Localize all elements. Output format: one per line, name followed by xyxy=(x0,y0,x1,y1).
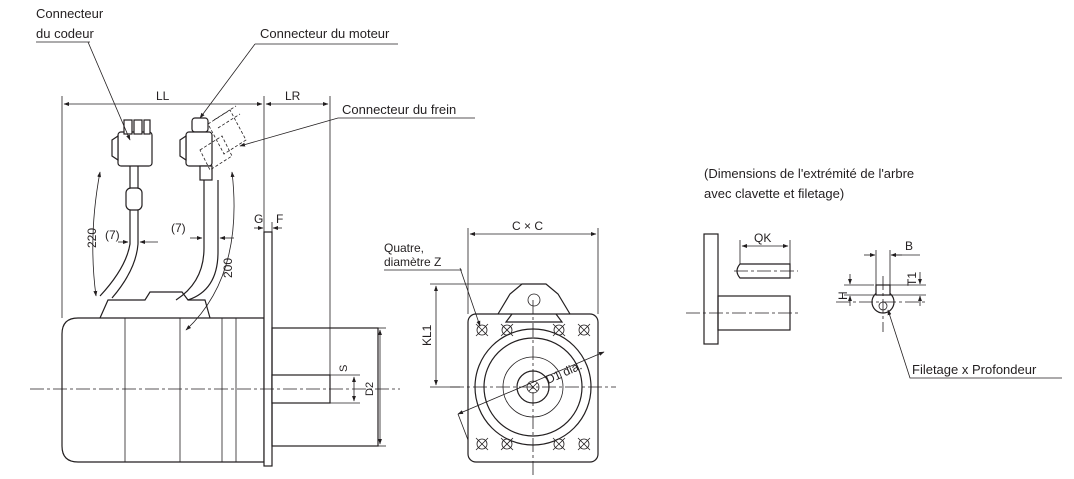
mount-hole xyxy=(552,323,566,337)
d1-text: D1 dia. xyxy=(544,358,584,386)
cxc-text: C × C xyxy=(512,219,543,233)
motor-body xyxy=(61,317,265,463)
mount-holes-label-1: Quatre, xyxy=(384,241,424,255)
lr-text: LR xyxy=(285,89,301,103)
mount-hole xyxy=(577,437,591,451)
encoder-cable-length-arc xyxy=(92,171,101,297)
motor-connector xyxy=(175,117,219,301)
motor-cable-length-text: 200 xyxy=(221,258,235,278)
s-text: S xyxy=(338,365,350,372)
connector-housing xyxy=(99,291,211,319)
flange xyxy=(263,231,273,467)
tap-leader xyxy=(887,309,1062,379)
detail-key xyxy=(736,263,791,279)
ll-text: LL xyxy=(156,89,170,103)
f-text: F xyxy=(276,212,283,226)
encoder-connector xyxy=(99,119,153,299)
mount-hole xyxy=(500,437,514,451)
encoder-offset-text: (7) xyxy=(105,228,120,242)
encoder-connector-label-1: Connecteur xyxy=(36,6,104,21)
brake-connector xyxy=(199,105,247,171)
motor-offset-text: (7) xyxy=(171,221,186,235)
shaft-end-title-2: avec clavette et filetage) xyxy=(704,186,844,201)
encoder-cable-length-text: 220 xyxy=(85,228,99,248)
front-view: C × C KL1 D1 dia. Quatre, diamètre Z xyxy=(384,219,616,476)
t1-text: T1 xyxy=(905,272,919,286)
shaft-end-title-1: (Dimensions de l'extrémité de l'arbre xyxy=(704,166,914,181)
shaft-end-detail: (Dimensions de l'extrémité de l'arbre av… xyxy=(686,166,1062,379)
motor-cable-length-arc xyxy=(185,171,235,331)
front-connector-housing xyxy=(497,283,571,315)
connector-hole xyxy=(527,293,541,307)
qk-text: QK xyxy=(754,231,771,245)
mount-holes-label-2: diamètre Z xyxy=(384,255,441,269)
brake-connector-label: Connecteur du frein xyxy=(342,102,456,117)
b-text: B xyxy=(905,239,913,253)
mount-hole xyxy=(475,323,489,337)
d1-leader xyxy=(457,413,469,441)
z-leader xyxy=(459,267,481,327)
kl1-text: KL1 xyxy=(420,324,434,346)
h-text: H xyxy=(836,291,850,300)
motor-connector-label: Connecteur du moteur xyxy=(260,26,390,41)
detail-flange xyxy=(703,233,719,345)
mount-hole xyxy=(475,437,489,451)
d2-text: D2 xyxy=(364,382,376,396)
encoder-leader xyxy=(87,41,131,141)
brake-leader xyxy=(239,117,475,147)
mount-hole xyxy=(500,323,514,337)
g-text: G xyxy=(254,212,263,226)
d1-dim xyxy=(457,351,605,415)
encoder-connector-label-2: du codeur xyxy=(36,26,94,41)
connector-base xyxy=(504,313,564,323)
tap-depth-label: Filetage x Profondeur xyxy=(912,362,1037,377)
side-view: Connecteur du codeur Connecteur du moteu… xyxy=(30,6,475,467)
motor-leader xyxy=(199,43,256,119)
mount-hole xyxy=(552,437,566,451)
mount-hole xyxy=(577,323,591,337)
